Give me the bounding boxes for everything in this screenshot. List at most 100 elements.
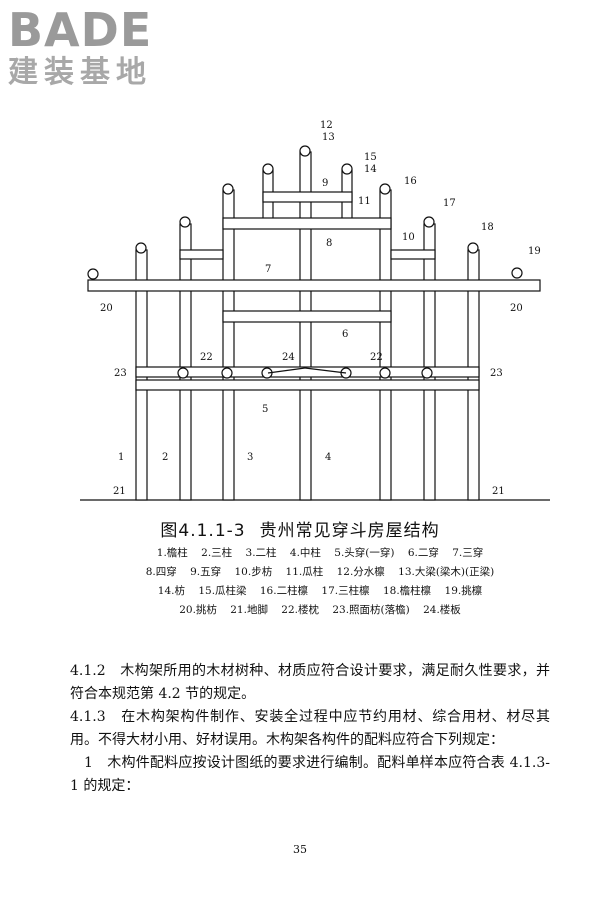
beam-fifth-tie xyxy=(262,191,353,203)
callout-label: 9 xyxy=(322,178,328,189)
callout-label: 23 xyxy=(114,368,127,379)
callout-label: 18 xyxy=(481,222,494,233)
floor-board xyxy=(267,367,306,374)
callout-label: 11 xyxy=(358,196,371,207)
legend-item: 12.分水檩 xyxy=(336,566,385,578)
purlin-eave-right xyxy=(467,242,479,254)
callout-label: 21 xyxy=(492,486,505,497)
figure-title: 贵州常见穿斗房屋结构 xyxy=(259,521,440,541)
legend-item: 24.楼板 xyxy=(423,604,461,616)
page-number: 35 xyxy=(293,843,307,856)
legend-item: 15.瓜柱梁 xyxy=(198,585,247,597)
legend-row: 8.四穿 9.五穿 10.步枋 11.瓜柱 12.分水檩 13.大梁(梁木)(正… xyxy=(110,563,530,582)
floor-joist xyxy=(221,367,233,379)
purlin-eave-left xyxy=(135,242,147,254)
legend-item: 16.二柱檩 xyxy=(259,585,309,597)
beam-floor-fascia xyxy=(135,366,480,378)
legend-item: 7.三穿 xyxy=(452,547,484,559)
legend-item: 11.瓜柱 xyxy=(285,566,324,578)
legend-item: 5.头穿(一穿) xyxy=(334,547,395,559)
body-text: 4.1.2 木构架所用的木材树种、材质应符合设计要求，满足耐久性要求，并符合本规… xyxy=(70,660,550,798)
callout-label: 23 xyxy=(490,368,503,379)
legend-item: 9.五穿 xyxy=(190,566,222,578)
clause-4-1-3-item-1: 1 木构件配料应按设计图纸的要求进行编制。配料单样本应符合表 4.1.3-1 的… xyxy=(70,755,550,794)
column-third-right xyxy=(423,223,436,501)
floor-board xyxy=(304,367,347,374)
beam-step-right xyxy=(390,249,436,260)
callout-label: 24 xyxy=(282,352,295,363)
callout-label: 21 xyxy=(113,486,126,497)
purlin-second-right xyxy=(379,183,391,195)
callout-label: 4 xyxy=(325,452,331,463)
legend-item: 8.四穿 xyxy=(145,566,177,578)
legend-item: 19.挑檩 xyxy=(444,585,483,597)
legend-item: 2.三柱 xyxy=(201,547,233,559)
beam-fourth-tie xyxy=(222,217,392,230)
callout-label: 6 xyxy=(342,329,348,340)
column-second-right xyxy=(379,189,392,501)
legend-row: 14.枋 15.瓜柱梁 16.二柱檩 17.三柱檩 18.檐柱檩 19.挑檩 xyxy=(110,582,530,601)
callout-label: 1 xyxy=(118,452,124,463)
legend-item: 4.中柱 xyxy=(289,547,321,559)
legend-item: 18.檐柱檩 xyxy=(382,585,432,597)
purlin-third-left xyxy=(179,216,191,228)
legend-item: 6.二穿 xyxy=(407,547,439,559)
legend-row: 20.挑枋 21.地脚 22.楼枕 23.照面枋(落檐) 24.楼板 xyxy=(110,601,530,620)
callout-label: 15 xyxy=(364,152,377,163)
column-second-left xyxy=(222,189,235,501)
callout-label: 10 xyxy=(402,232,415,243)
callout-label: 14 xyxy=(364,164,377,175)
floor-joist xyxy=(177,367,189,379)
callout-label: 20 xyxy=(100,303,113,314)
callout-label: 7 xyxy=(265,264,271,275)
callout-label: 13 xyxy=(322,132,335,143)
legend-item: 21.地脚 xyxy=(230,604,268,616)
column-center xyxy=(299,151,312,501)
legend-item: 22.楼枕 xyxy=(281,604,319,616)
legend-item: 23.照面枋(落檐) xyxy=(332,604,410,616)
callout-label: 5 xyxy=(262,404,268,415)
callout-label: 19 xyxy=(528,246,541,257)
beam-second-tie xyxy=(222,310,392,323)
purlin-king-right xyxy=(341,163,353,175)
legend-item: 17.三柱檩 xyxy=(321,585,370,597)
beam-third-tie xyxy=(87,279,541,292)
logo: BADE 建装基地 xyxy=(8,6,178,90)
purlin-second-left xyxy=(222,183,234,195)
callout-label: 20 xyxy=(510,303,523,314)
purlin-third-right xyxy=(423,216,435,228)
purlin-cantilever-left xyxy=(87,268,99,280)
purlin-king-left xyxy=(262,163,274,175)
figure-legend: 1.檐柱 2.三柱 3.二柱 4.中柱 5.头穿(一穿) 6.二穿 7.三穿 8… xyxy=(110,544,530,620)
callout-label: 8 xyxy=(326,238,332,249)
callout-label: 3 xyxy=(247,452,253,463)
timber-frame-diagram: 1 2 3 4 5 6 7 8 9 10 11 12 13 14 15 16 1… xyxy=(80,120,550,501)
callout-labels: 1 2 3 4 5 6 7 8 9 10 11 12 13 14 15 16 1… xyxy=(100,120,541,497)
legend-item: 14.枋 xyxy=(157,585,185,597)
logo-wordmark: BADE xyxy=(8,3,153,57)
floor-joist xyxy=(379,367,391,379)
legend-item: 1.檐柱 xyxy=(156,547,188,559)
logo-subtitle: 建装基地 xyxy=(8,55,152,90)
clause-4-1-2: 4.1.2 木构架所用的木材树种、材质应符合设计要求，满足耐久性要求，并符合本规… xyxy=(70,663,550,702)
beam-step-left xyxy=(179,249,224,260)
figure-number: 图4.1.1-3 xyxy=(160,521,246,541)
beam-first-tie xyxy=(135,379,480,391)
figure-caption: 图4.1.1-3 贵州常见穿斗房屋结构 xyxy=(0,516,600,541)
callout-label: 12 xyxy=(320,120,333,131)
callout-label: 22 xyxy=(370,352,383,363)
callout-label: 22 xyxy=(200,352,213,363)
callout-label: 2 xyxy=(162,452,168,463)
purlin-cantilever-right xyxy=(511,267,523,279)
legend-item: 20.挑枋 xyxy=(179,604,217,616)
callout-label: 16 xyxy=(404,176,417,187)
legend-item: 10.步枋 xyxy=(234,566,273,578)
clause-4-1-3: 4.1.3 在木构架构件制作、安装全过程中应节约用材、综合用材、材尽其用。不得大… xyxy=(70,709,550,748)
column-third-left xyxy=(179,223,192,501)
legend-row: 1.檐柱 2.三柱 3.二柱 4.中柱 5.头穿(一穿) 6.二穿 7.三穿 xyxy=(110,544,530,563)
purlin-ridge xyxy=(299,145,311,157)
legend-item: 3.二柱 xyxy=(245,547,277,559)
callout-label: 17 xyxy=(443,198,456,209)
floor-joist xyxy=(421,367,433,379)
legend-item: 13.大梁(梁木)(正梁) xyxy=(398,566,495,578)
